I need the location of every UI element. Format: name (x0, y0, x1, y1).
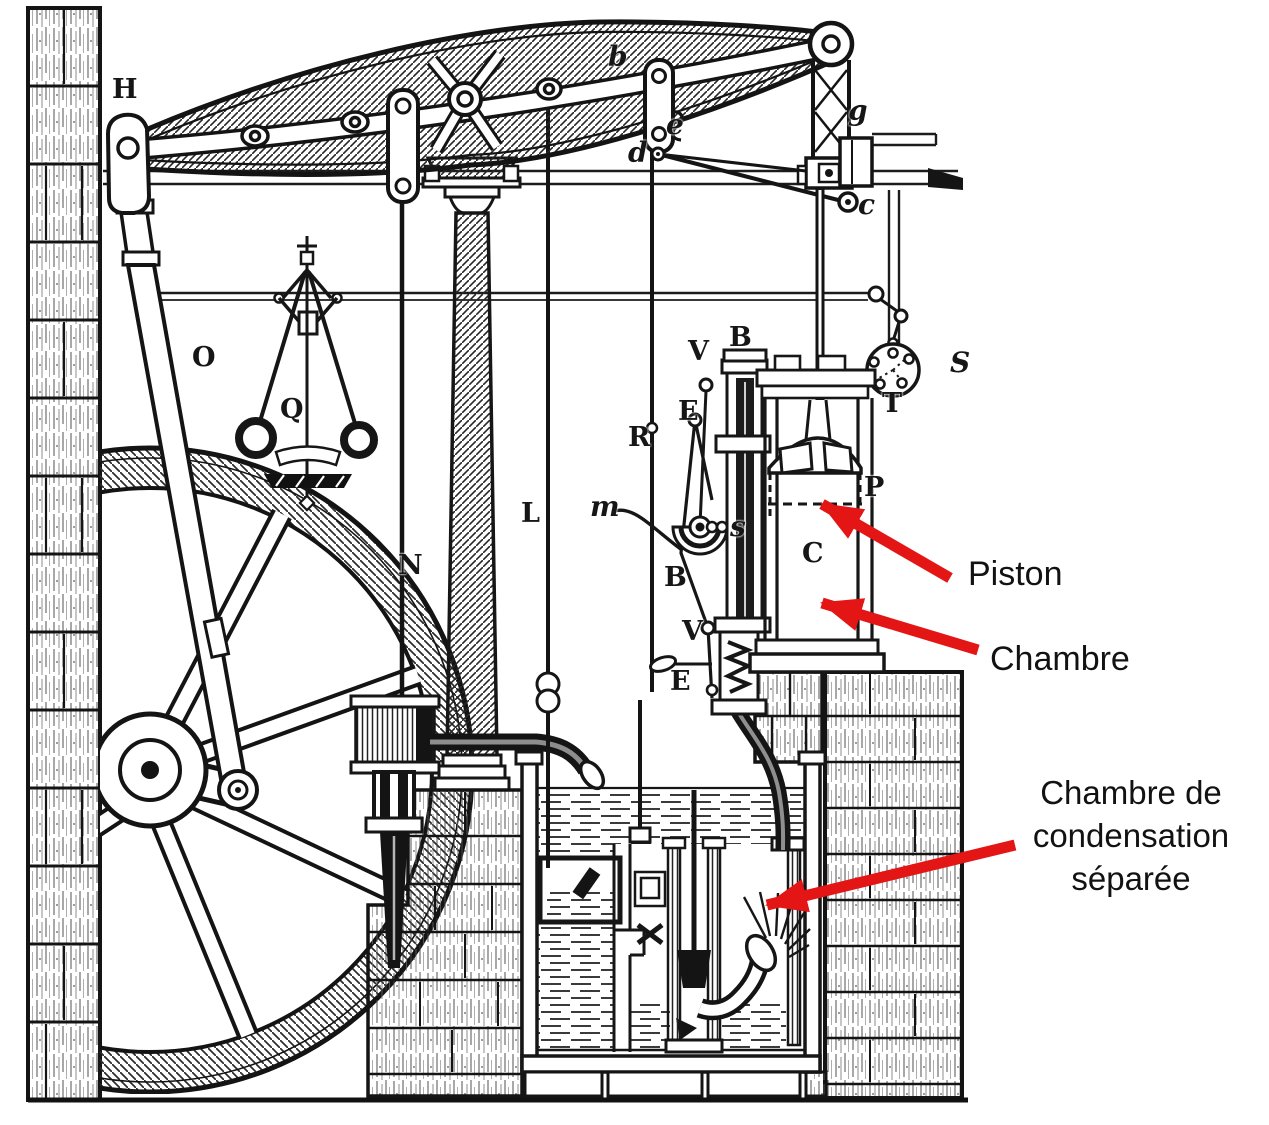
part-label-E-lower: E (670, 666, 691, 697)
piston (767, 399, 863, 516)
part-label-C: C (802, 538, 824, 569)
part-label-O: O (192, 342, 216, 373)
cylinder-wall-left (763, 398, 779, 648)
water-surface (537, 788, 805, 844)
eduction-pipe (730, 706, 791, 851)
part-label-E-upper: E (678, 396, 699, 427)
part-label-T: T (882, 388, 903, 419)
part-label-g: g (848, 94, 868, 127)
walking-beam (105, 19, 874, 215)
crosshead-guide (838, 136, 874, 188)
beam-link-pump-rod (386, 88, 420, 204)
part-label-S: S (950, 346, 971, 379)
injection-cock-box (537, 855, 623, 925)
foundation-course (523, 1070, 828, 1098)
beam-left-pivot-H (105, 112, 152, 215)
air-pump (661, 790, 727, 1054)
part-label-P: P (864, 472, 885, 503)
sector-quadrant (671, 515, 729, 556)
injection-spray (696, 891, 811, 1021)
condenser-cistern (514, 671, 827, 1074)
part-label-B-lower: B (664, 562, 687, 593)
steam-valve-bonnet (722, 348, 768, 363)
part-label-N: N (398, 550, 423, 581)
part-label-L: L (521, 498, 540, 529)
condenser-annotation: Chambre de condensation séparée (1012, 771, 1250, 900)
masonry-pier (366, 788, 524, 1098)
condenser-annotation-line3: séparée (1071, 860, 1191, 897)
plug-rod-lower (535, 671, 561, 868)
partition-wall (612, 844, 646, 1052)
part-label-V-lower: V (682, 616, 703, 647)
part-label-B-upper: B (729, 322, 752, 353)
piston-annotation: Piston (968, 555, 1063, 593)
valve-chest (611, 358, 772, 716)
delivery-pipe (430, 733, 606, 791)
hot-well-pump (349, 694, 606, 968)
parallel-motion (650, 20, 874, 213)
chamber-annotation: Chambre (990, 640, 1130, 678)
valve-linkage (679, 377, 719, 699)
part-label-H: H (112, 74, 138, 105)
part-label-R: R (628, 422, 651, 453)
part-label-s: s (730, 510, 746, 543)
flywheel-spokes (100, 508, 422, 1040)
hand-lever-m (611, 508, 684, 552)
part-label-e: e (666, 108, 684, 141)
chamber-arrow (820, 597, 980, 656)
part-label-d: d (628, 136, 648, 169)
part-label-Q: Q (280, 394, 304, 425)
centrifugal-governor (235, 236, 378, 512)
annotation-arrows (765, 499, 1017, 913)
condenser-annotation-line1: Chambre de (1040, 774, 1222, 811)
beam-link-air-pump-rod (643, 58, 684, 154)
condenser-arrow (765, 839, 1017, 913)
air-pump-rod-lower (628, 700, 652, 844)
part-label-m: m (590, 490, 620, 523)
piston-arrow (819, 499, 953, 583)
condenser-annotation-line2: condensation (1032, 817, 1230, 854)
left-brick-pillar (26, 6, 102, 1102)
part-label-V-upper: V (688, 336, 709, 367)
air-pump-rod-R (645, 150, 659, 692)
cylinder (722, 348, 886, 674)
part-label-c: c (858, 188, 876, 221)
masonry-right (753, 670, 964, 1100)
part-label-b: b (608, 40, 628, 73)
